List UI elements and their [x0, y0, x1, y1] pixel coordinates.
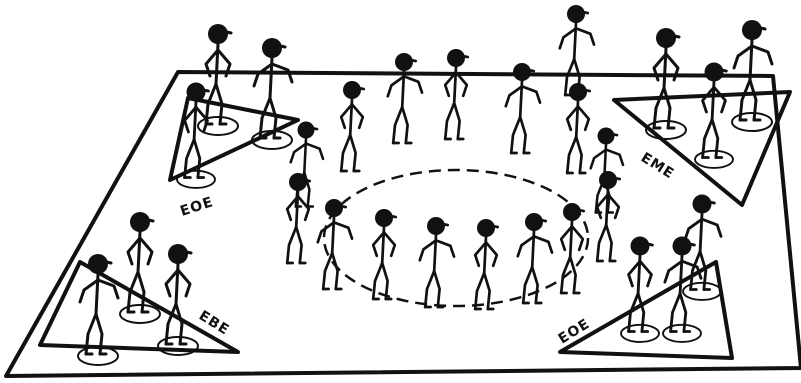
stick-figure	[597, 171, 620, 261]
stick-figure	[291, 122, 323, 207]
stick-figure	[475, 219, 498, 309]
stick-figure	[695, 63, 733, 168]
stick-figure	[560, 5, 594, 95]
center-dashed-circle	[324, 170, 588, 306]
stick-figure	[506, 63, 540, 153]
stick-figure	[388, 53, 422, 143]
zone-label-top-right: EME	[638, 150, 677, 183]
stick-figure	[341, 81, 364, 171]
stick-figure	[518, 213, 552, 303]
stick-figure	[287, 173, 310, 263]
stick-figure	[561, 203, 584, 293]
stick-figure	[646, 28, 686, 139]
stick-figure	[373, 209, 396, 299]
zone-label-bottom-left: EBE	[196, 308, 232, 339]
stick-figure	[420, 217, 454, 307]
stick-figure	[567, 83, 590, 173]
stick-figure	[621, 237, 659, 342]
floor-outline	[6, 72, 801, 376]
stick-figure	[445, 49, 468, 139]
stick-figures-group	[78, 5, 772, 365]
zone-label-top-left: EOE	[178, 194, 215, 220]
zone-top-right	[614, 92, 790, 205]
stick-figure	[158, 244, 198, 355]
